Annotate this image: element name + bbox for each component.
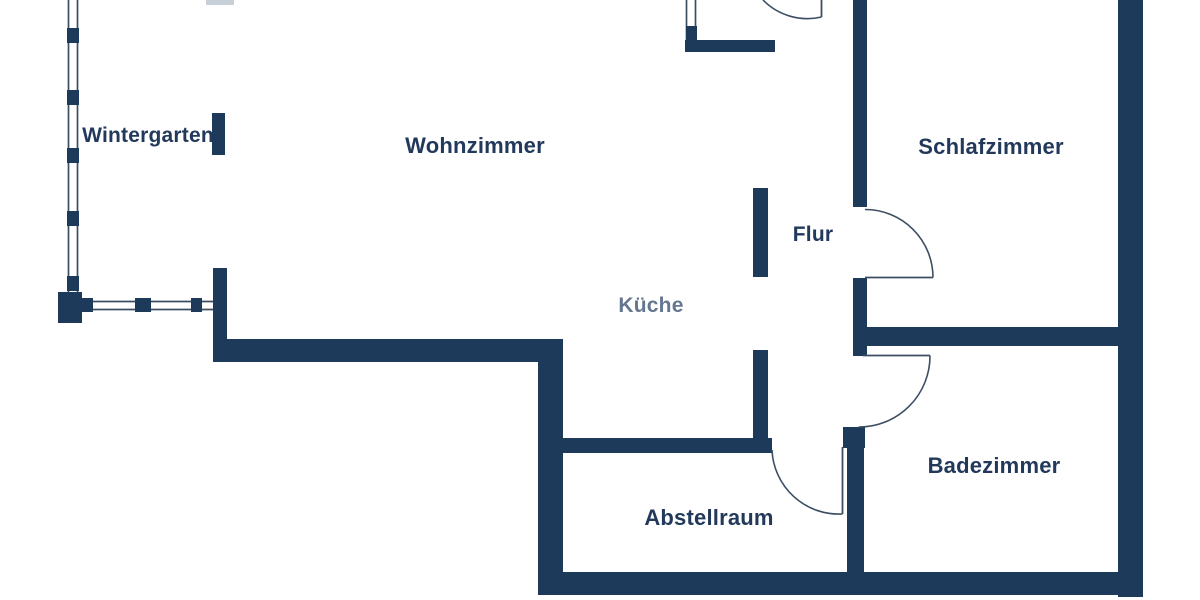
badezimmer-door-swing-arc (858, 355, 931, 428)
wintergarten-west-window-mullion (67, 148, 79, 163)
livingroom-south-wall (213, 339, 563, 362)
bedroom-west-wall-upper (853, 0, 867, 207)
room-label-badezimmer: Badezimmer (927, 453, 1061, 478)
wintergarten-south-window-mullion (82, 298, 93, 312)
bath-divider-post (843, 427, 865, 448)
room-label-wohnzimmer: Wohnzimmer (405, 133, 545, 158)
hall-west-wall-upper (753, 188, 768, 277)
wintergarten-south-window-mullion (135, 298, 151, 312)
room-label-wintergarten: Wintergarten (82, 124, 214, 147)
wintergarten-divider-stub (212, 113, 225, 155)
top-edge-remnant (206, 0, 234, 5)
abstellraum-door-swing-arc (771, 449, 843, 515)
hall-west-wall-lower (753, 350, 768, 438)
storageroom-bath-divider (847, 447, 864, 573)
wintergarten-west-window-mullion (67, 28, 79, 43)
room-label-abstellraum: Abstellraum (644, 505, 774, 530)
entry-sidelight-window-mullion (686, 26, 697, 40)
wintergarten-west-window-mullion (67, 211, 79, 226)
kitchen-west-wall (538, 362, 563, 574)
wintergarten-corner-post (58, 292, 82, 323)
wintergarten-west-window-mullion (67, 276, 79, 291)
bedroom-bath-divider (853, 327, 1121, 346)
room-label-schlafzimmer: Schlafzimmer (918, 134, 1064, 159)
schlafzimmer-door-swing-arc (864, 208, 934, 278)
entry-north-wall (685, 40, 775, 52)
wintergarten-west-window-mullion (67, 90, 79, 105)
entry-door-swing-arc (762, 0, 822, 20)
room-label-kueche: Küche (618, 294, 684, 317)
wintergarten-south-window-mullion (191, 298, 202, 312)
outer-wall-east (1118, 0, 1143, 597)
wintergarten-pillar (213, 268, 227, 341)
room-label-flur: Flur (792, 223, 834, 246)
outer-wall-south (538, 572, 1143, 595)
storageroom-north-wall (563, 438, 772, 453)
